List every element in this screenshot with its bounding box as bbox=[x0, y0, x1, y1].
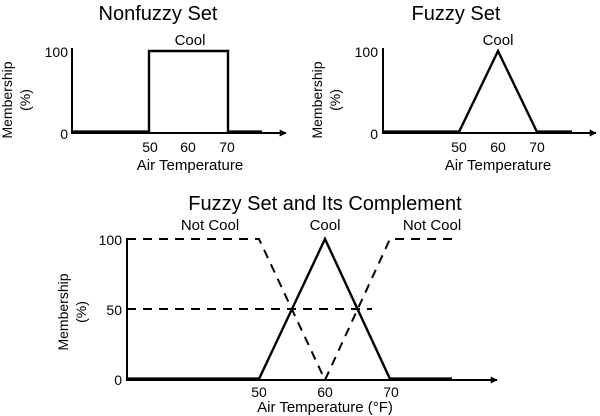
complement-panel: Fuzzy Set and Its Complement Cool Not Co… bbox=[55, 193, 498, 416]
nonfuzzy-ytick-0: 0 bbox=[60, 126, 68, 142]
fuzzy-xtick-70: 70 bbox=[529, 139, 545, 155]
nonfuzzy-ytick-100: 100 bbox=[45, 44, 69, 60]
nonfuzzy-xtick-50: 50 bbox=[142, 139, 158, 155]
fuzzy-xtick-50: 50 bbox=[451, 139, 467, 155]
nonfuzzy-cool-label: Cool bbox=[175, 32, 206, 49]
complement-title: Fuzzy Set and Its Complement bbox=[188, 193, 462, 215]
nonfuzzy-panel: Nonfuzzy Set Cool 100 0 50 60 70 Air Tem… bbox=[0, 3, 287, 174]
complement-ytick-100: 100 bbox=[99, 232, 123, 248]
fuzzy-x-label: Air Temperature bbox=[445, 157, 551, 174]
fuzzy-ytick-100: 100 bbox=[355, 44, 379, 60]
complement-x-label: Air Temperature (°F) bbox=[257, 399, 393, 416]
complement-xtick-50: 50 bbox=[251, 384, 267, 400]
not-cool-label-left: Not Cool bbox=[181, 217, 239, 234]
complement-cool-label: Cool bbox=[310, 217, 341, 234]
complement-y-label-line1: Membership bbox=[55, 273, 71, 350]
fuzzy-title: Fuzzy Set bbox=[412, 3, 501, 25]
fuzzy-y-label-line2: (%) bbox=[327, 89, 343, 111]
complement-y-label-line2: (%) bbox=[73, 301, 89, 323]
nonfuzzy-x-label: Air Temperature bbox=[137, 157, 243, 174]
nonfuzzy-cool-step bbox=[147, 49, 230, 132]
nonfuzzy-y-label-line2: (%) bbox=[17, 89, 33, 111]
complement-xtick-60: 60 bbox=[317, 384, 333, 400]
nonfuzzy-y-label-line1: Membership bbox=[0, 61, 15, 138]
fuzzy-ytick-0: 0 bbox=[370, 126, 378, 142]
fuzzy-cool-triangle bbox=[457, 48, 539, 133]
cool-solid-triangle bbox=[257, 236, 392, 380]
nonfuzzy-title: Nonfuzzy Set bbox=[99, 3, 218, 25]
complement-ytick-50: 50 bbox=[106, 302, 122, 318]
complement-xtick-70: 70 bbox=[383, 384, 399, 400]
not-cool-label-right: Not Cool bbox=[403, 217, 461, 234]
nonfuzzy-xtick-70: 70 bbox=[219, 139, 235, 155]
nonfuzzy-xtick-60: 60 bbox=[180, 139, 196, 155]
fuzzy-y-label-line1: Membership bbox=[309, 61, 325, 138]
fuzzy-xtick-60: 60 bbox=[490, 139, 506, 155]
complement-ytick-0: 0 bbox=[114, 372, 122, 388]
fuzzy-panel: Fuzzy Set Cool 100 0 50 60 70 Air Temper… bbox=[309, 3, 597, 174]
fuzzy-cool-label: Cool bbox=[483, 32, 514, 49]
not-cool-dashed-curve bbox=[127, 238, 455, 383]
